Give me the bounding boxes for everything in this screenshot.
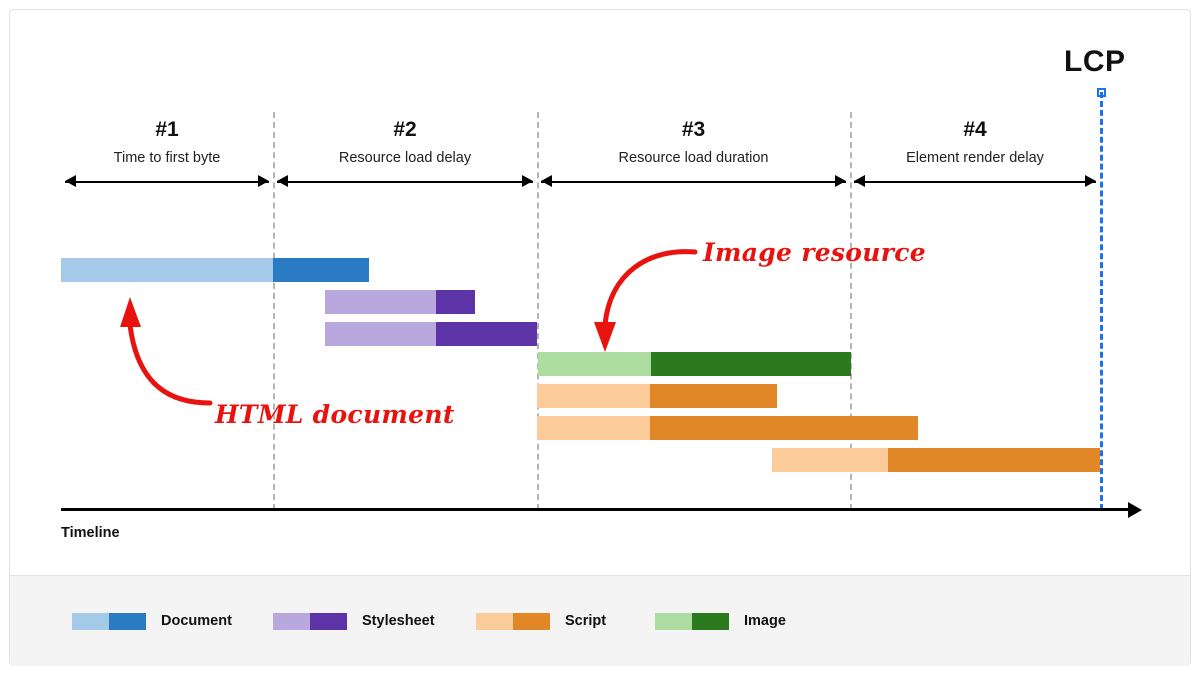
arrow-head-right-icon: [1085, 175, 1096, 187]
arrow-shaft: [541, 181, 846, 183]
timeline-axis-arrow-icon: [1128, 501, 1142, 518]
phase-number: #3: [681, 118, 706, 141]
legend-swatch-dark: [692, 612, 729, 630]
bar-segment-wait: [537, 384, 650, 408]
arrow-head-right-icon: [522, 175, 533, 187]
bar-segment-wait: [61, 258, 273, 282]
bar-image-1: [538, 352, 851, 376]
phase-name: Element render delay: [906, 150, 1044, 166]
legend-swatch-icon: [72, 612, 146, 630]
bar-segment-transfer: [888, 448, 1100, 472]
legend-label: Stylesheet: [362, 613, 435, 629]
lcp-dashed-line: [1100, 92, 1103, 510]
bar-script-2: [537, 416, 918, 440]
legend-swatch-icon: [273, 612, 347, 630]
bar-segment-wait: [325, 290, 436, 314]
phase-measure-arrow-2: [277, 175, 533, 188]
phase-gridline-3: [850, 112, 852, 510]
bar-segment-wait: [537, 416, 650, 440]
legend-swatch-light: [72, 612, 109, 630]
legend-label: Image: [744, 613, 786, 629]
phase-number: #1: [155, 118, 179, 141]
phase-name: Resource load duration: [618, 150, 769, 166]
annotation-text-2: Image resource: [703, 238, 926, 267]
phase-gridline-2: [537, 112, 539, 510]
legend-swatch-dark: [513, 612, 550, 630]
legend-item-document[interactable]: Document: [72, 612, 232, 630]
bar-segment-transfer: [651, 352, 851, 376]
legend-item-image[interactable]: Image: [655, 612, 786, 630]
image-resource-annotation-arrow: [594, 249, 698, 352]
arrow-head-right-icon: [835, 175, 846, 187]
phase-measure-arrow-3: [541, 175, 846, 188]
phase-number: #2: [393, 118, 417, 141]
bar-segment-transfer: [436, 290, 475, 314]
bar-stylesheet-2: [325, 322, 537, 346]
phase-gridline-1: [273, 112, 275, 510]
phase-name: Resource load delay: [338, 150, 472, 166]
arrow-shaft: [277, 181, 533, 183]
phase-measure-arrow-4: [854, 175, 1096, 188]
legend-label: Script: [565, 613, 607, 629]
legend-swatch-dark: [310, 612, 347, 630]
bar-segment-transfer: [650, 384, 777, 408]
bar-segment-transfer: [273, 258, 369, 282]
legend-swatch-light: [476, 612, 513, 630]
legend-swatch-icon: [655, 612, 729, 630]
legend-label: Document: [161, 613, 232, 629]
annotation-text-1: HTML document: [215, 400, 455, 429]
arrow-head-right-icon: [258, 175, 269, 187]
bar-segment-wait: [538, 352, 651, 376]
html-document-annotation-arrow: [120, 297, 213, 406]
bar-segment-transfer: [650, 416, 918, 440]
legend: Document Stylesheet Script Image: [10, 575, 1190, 666]
bar-segment-wait: [325, 322, 436, 346]
legend-swatch-light: [655, 612, 692, 630]
bar-stylesheet-1: [325, 290, 475, 314]
legend-swatch-light: [273, 612, 310, 630]
legend-item-script[interactable]: Script: [476, 612, 606, 630]
bar-document-1: [61, 258, 369, 282]
arrow-shaft: [854, 181, 1096, 183]
bar-segment-transfer: [436, 322, 537, 346]
phase-name: Time to first byte: [113, 150, 221, 166]
legend-swatch-dark: [109, 612, 146, 630]
bar-script-3: [772, 448, 1100, 472]
lcp-label: LCP: [1064, 45, 1126, 78]
phase-number: #4: [963, 118, 987, 141]
legend-item-stylesheet[interactable]: Stylesheet: [273, 612, 435, 630]
timeline-axis-label: Timeline: [61, 525, 120, 541]
timeline-axis-line: [61, 508, 1130, 511]
legend-swatch-icon: [476, 612, 550, 630]
bar-script-1: [537, 384, 777, 408]
bar-segment-wait: [772, 448, 888, 472]
phase-measure-arrow-1: [65, 175, 269, 188]
arrow-shaft: [65, 181, 269, 183]
